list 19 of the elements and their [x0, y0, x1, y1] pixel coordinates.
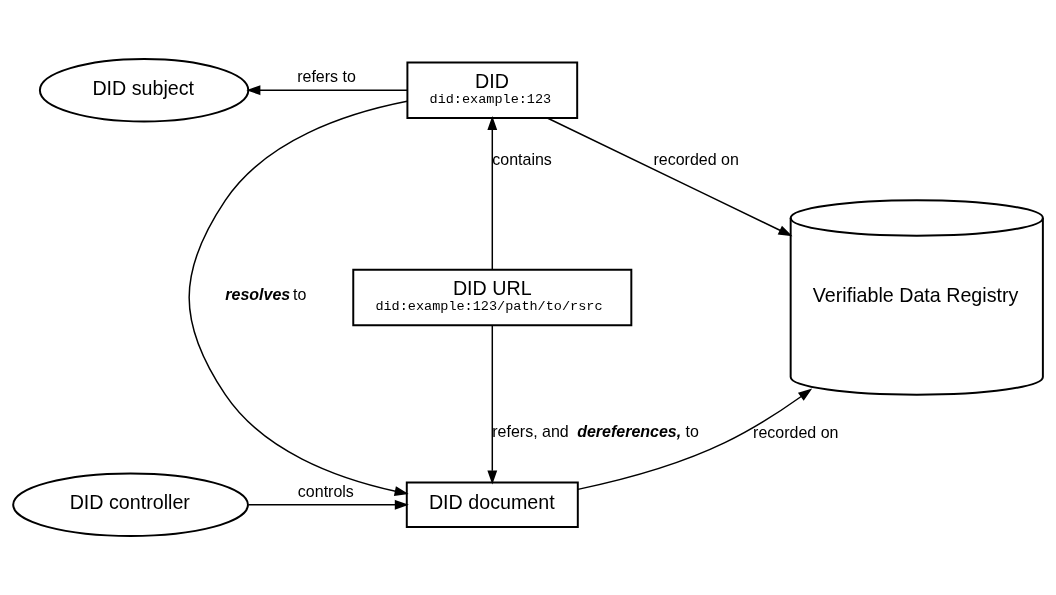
arrow [577, 388, 813, 491]
edge-label: refers to [297, 68, 356, 86]
arrow [188, 100, 409, 496]
edge-label: recorded on [753, 424, 839, 442]
arrow [487, 324, 498, 485]
edge-label: controls [297, 482, 354, 500]
node-box: DID URL did:example:123/path/to/rsrc [352, 268, 633, 327]
arrow [247, 499, 409, 510]
node-box: DID did:example:123 [406, 61, 579, 119]
edge-label: resolves to [225, 286, 307, 304]
arrow [546, 117, 793, 237]
node-box: DID document [405, 481, 579, 528]
node-ellipse: DID subject [38, 58, 250, 123]
edge-label: recorded on [653, 151, 739, 169]
arrow [487, 116, 498, 271]
edge-label: refers, and dereferences, to [492, 423, 699, 441]
node-ellipse: DID controller [12, 472, 249, 537]
arrow [246, 85, 408, 96]
edge-label: contains [492, 151, 552, 169]
